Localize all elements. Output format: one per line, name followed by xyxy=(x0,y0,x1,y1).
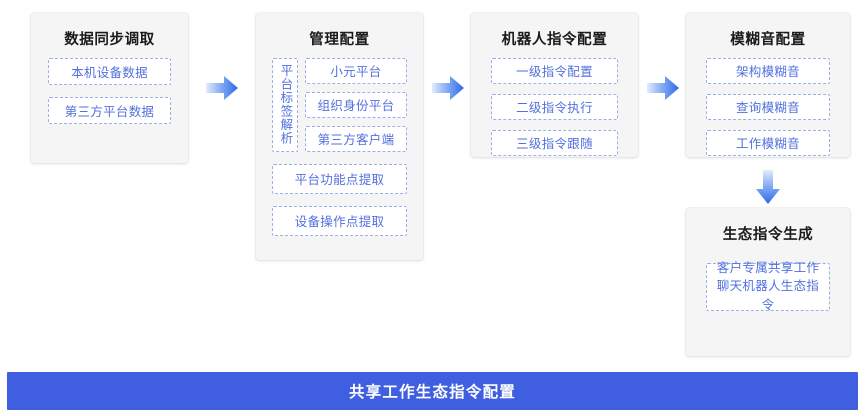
list-item[interactable]: 一级指令配置 xyxy=(491,57,618,84)
card-fuzzy-sound-config[interactable]: 模糊音配置 架构模糊音 查询模糊音 工作模糊音 xyxy=(686,13,850,157)
list-item[interactable]: 架构模糊音 xyxy=(706,57,830,84)
card-title-robot-command-config: 机器人指令配置 xyxy=(501,32,608,48)
list-item[interactable]: 组织身份平台 xyxy=(305,91,407,118)
arrow-down-icon xyxy=(755,170,781,204)
list-item[interactable]: 客户专属共享工作聊天机器人生态指令 xyxy=(706,261,830,312)
item-list-fuzzy-sound-config: 架构模糊音 查询模糊音 工作模糊音 xyxy=(686,50,850,156)
list-item[interactable]: 设备操作点提取 xyxy=(272,205,407,236)
card-eco-command-generation[interactable]: 生态指令生成 客户专属共享工作聊天机器人生态指令 xyxy=(686,208,850,356)
list-item[interactable]: 工作模糊音 xyxy=(706,129,830,156)
manage-tail-items: 平台功能点提取 设备操作点提取 xyxy=(272,163,407,236)
arrow-right-icon xyxy=(647,75,679,101)
card-title-manage-config: 管理配置 xyxy=(309,32,370,48)
list-item[interactable]: 本机设备数据 xyxy=(48,57,171,85)
item-list-manage-config: 平台标签解析 小元平台 组织身份平台 第三方客户端 平台功能点提取 设备操作点提… xyxy=(256,50,423,236)
item-list-eco-command-generation: 客户专属共享工作聊天机器人生态指令 xyxy=(686,245,850,312)
card-data-sync[interactable]: 数据同步调取 本机设备数据 第三方平台数据 xyxy=(31,13,188,163)
list-item[interactable]: 平台功能点提取 xyxy=(272,163,407,194)
list-item[interactable]: 第三方客户端 xyxy=(305,125,407,152)
item-list-robot-command-config: 一级指令配置 二级指令执行 三级指令跟随 xyxy=(471,50,638,156)
card-robot-command-config[interactable]: 机器人指令配置 一级指令配置 二级指令执行 三级指令跟随 xyxy=(471,13,638,157)
card-title-data-sync: 数据同步调取 xyxy=(64,32,155,48)
card-manage-config[interactable]: 管理配置 平台标签解析 小元平台 组织身份平台 第三方客户端 平台功能点提取 设… xyxy=(256,13,423,260)
vertical-label-platform-tag-parse: 平台标签解析 xyxy=(272,57,298,152)
list-item[interactable]: 第三方平台数据 xyxy=(48,96,171,124)
arrow-right-icon xyxy=(432,75,464,101)
item-list-data-sync: 本机设备数据 第三方平台数据 xyxy=(31,50,188,124)
footer-banner-label: 共享工作生态指令配置 xyxy=(348,384,516,401)
list-item[interactable]: 三级指令跟随 xyxy=(491,129,618,156)
footer-banner: 共享工作生态指令配置 xyxy=(7,372,858,410)
platform-item-stack: 小元平台 组织身份平台 第三方客户端 xyxy=(305,57,407,152)
list-item[interactable]: 二级指令执行 xyxy=(491,93,618,120)
list-item[interactable]: 小元平台 xyxy=(305,57,407,84)
list-item[interactable]: 查询模糊音 xyxy=(706,93,830,120)
arrow-right-icon xyxy=(206,75,238,101)
platform-parse-group: 平台标签解析 小元平台 组织身份平台 第三方客户端 xyxy=(272,57,407,152)
card-title-eco-command-generation: 生态指令生成 xyxy=(722,227,814,243)
card-title-fuzzy-sound-config: 模糊音配置 xyxy=(730,32,806,48)
